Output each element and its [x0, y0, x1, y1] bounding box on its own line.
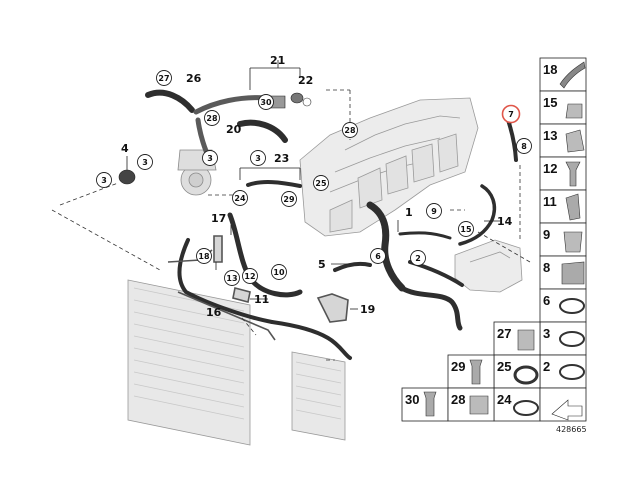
clamp-2-icon [559, 364, 585, 380]
clamp-6-icon [559, 298, 585, 314]
clamp-9-icon [563, 231, 583, 253]
panel-label-9: 9 [543, 227, 550, 242]
panel-label-6: 6 [543, 293, 550, 308]
label-26: 26 [186, 72, 202, 85]
parts-panel-labels: 18 15 13 12 11 9 8 6 3 2 27 25 24 29 30 … [405, 62, 557, 407]
panel-label-3: 3 [543, 326, 550, 341]
clip-27-icon [517, 329, 535, 351]
panel-label-30: 30 [405, 392, 419, 407]
label-20: 20 [226, 123, 242, 136]
label-5: 5 [318, 258, 326, 271]
callout-3-mid: 3 [255, 154, 261, 163]
bolt-29-icon [469, 359, 483, 385]
callout-29: 29 [283, 195, 295, 204]
callout-30: 30 [260, 98, 272, 107]
callout-25: 25 [315, 179, 327, 188]
callout-12: 12 [244, 272, 255, 281]
label-21: 21 [270, 54, 285, 67]
expansion-tank [454, 239, 523, 293]
callout-9: 9 [431, 207, 437, 216]
callouts: 27 26 21 22 30 28 28 20 4 3 3 3 3 23 24 … [96, 54, 532, 319]
label-4: 4 [121, 142, 129, 155]
leader-lines [126, 60, 512, 310]
label-19: 19 [360, 303, 375, 316]
bolt-30-icon [423, 391, 437, 417]
callout-3-left: 3 [101, 176, 107, 185]
label-14: 14 [497, 215, 513, 228]
hose-clip-18-icon [559, 61, 586, 89]
clip-8-icon [561, 261, 585, 285]
clamp-3-icon [559, 331, 585, 347]
panel-label-25: 25 [497, 359, 511, 374]
callout-3-pump: 3 [142, 158, 148, 167]
callout-27: 27 [158, 74, 169, 83]
parts-panel-icons [423, 61, 586, 421]
panel-label-28: 28 [451, 392, 465, 407]
panel-label-29: 29 [451, 359, 465, 374]
arrow-icon [551, 399, 583, 421]
engine-block [299, 97, 479, 237]
label-11: 11 [254, 293, 269, 306]
label-22: 22 [298, 74, 313, 87]
small-parts [118, 92, 312, 185]
clamp-24-icon [513, 400, 539, 416]
panel-label-24: 24 [497, 392, 512, 407]
callout-3-hose: 3 [207, 154, 213, 163]
callout-28-top: 28 [206, 114, 218, 123]
panel-label-18: 18 [543, 62, 557, 77]
diagram-reference-number: 428665 [556, 425, 587, 434]
label-23: 23 [274, 152, 289, 165]
screw-12-icon [565, 161, 581, 187]
radiator [127, 279, 251, 446]
label-17: 17 [211, 212, 226, 225]
callout-15: 15 [460, 225, 472, 234]
callout-13: 13 [226, 274, 237, 283]
callout-24: 24 [234, 194, 246, 203]
callout-8: 8 [521, 142, 527, 151]
clip-15-icon [565, 103, 583, 119]
callout-2: 2 [415, 254, 421, 263]
panel-label-11: 11 [543, 194, 557, 209]
seal-ring-25-icon [513, 365, 539, 385]
clip-13-icon [565, 129, 585, 153]
callout-18: 18 [198, 252, 210, 261]
dashed-lines [51, 89, 531, 361]
panel-label-12: 12 [543, 161, 557, 176]
clip-28-icon [469, 395, 489, 415]
callout-7-highlighted: 7 [508, 110, 514, 119]
panel-label-8: 8 [543, 260, 550, 275]
highlight-ring [501, 104, 521, 124]
auxiliary-radiator [291, 351, 346, 441]
panel-label-15: 15 [543, 95, 557, 110]
callout-10: 10 [273, 268, 285, 277]
bracket-11-icon [565, 193, 581, 221]
label-16: 16 [206, 306, 222, 319]
callout-28-engine: 28 [344, 126, 356, 135]
panel-label-13: 13 [543, 128, 557, 143]
panel-label-2: 2 [543, 359, 550, 374]
panel-label-27: 27 [497, 326, 511, 341]
callout-6: 6 [375, 252, 381, 261]
label-1: 1 [405, 206, 413, 219]
